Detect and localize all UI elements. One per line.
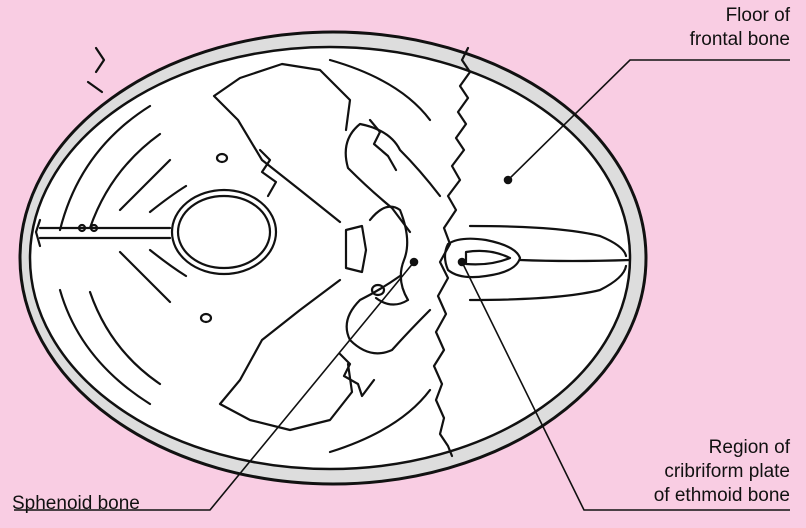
label-cribriform-plate: Region of cribriform plate of ethmoid bo…	[654, 436, 790, 508]
label-cribriform-line-2: cribriform plate	[654, 460, 790, 484]
frontal-crest	[520, 260, 630, 261]
pointer-dot-cribriform	[459, 259, 466, 266]
label-floor-frontal-line-2: frontal bone	[690, 28, 790, 52]
occipital-suture	[88, 48, 104, 92]
label-sphenoid-line-1: Sphenoid bone	[12, 492, 140, 516]
label-floor-of-frontal-bone: Floor of frontal bone	[690, 4, 790, 52]
pointer-dot-floor-frontal	[505, 177, 512, 184]
label-sphenoid-bone: Sphenoid bone	[12, 492, 140, 516]
label-cribriform-line-1: Region of	[654, 436, 790, 460]
pointer-dot-sphenoid	[411, 259, 418, 266]
label-cribriform-line-3: of ethmoid bone	[654, 484, 790, 508]
cranial-cavity	[30, 47, 630, 469]
label-floor-frontal-line-1: Floor of	[690, 4, 790, 28]
